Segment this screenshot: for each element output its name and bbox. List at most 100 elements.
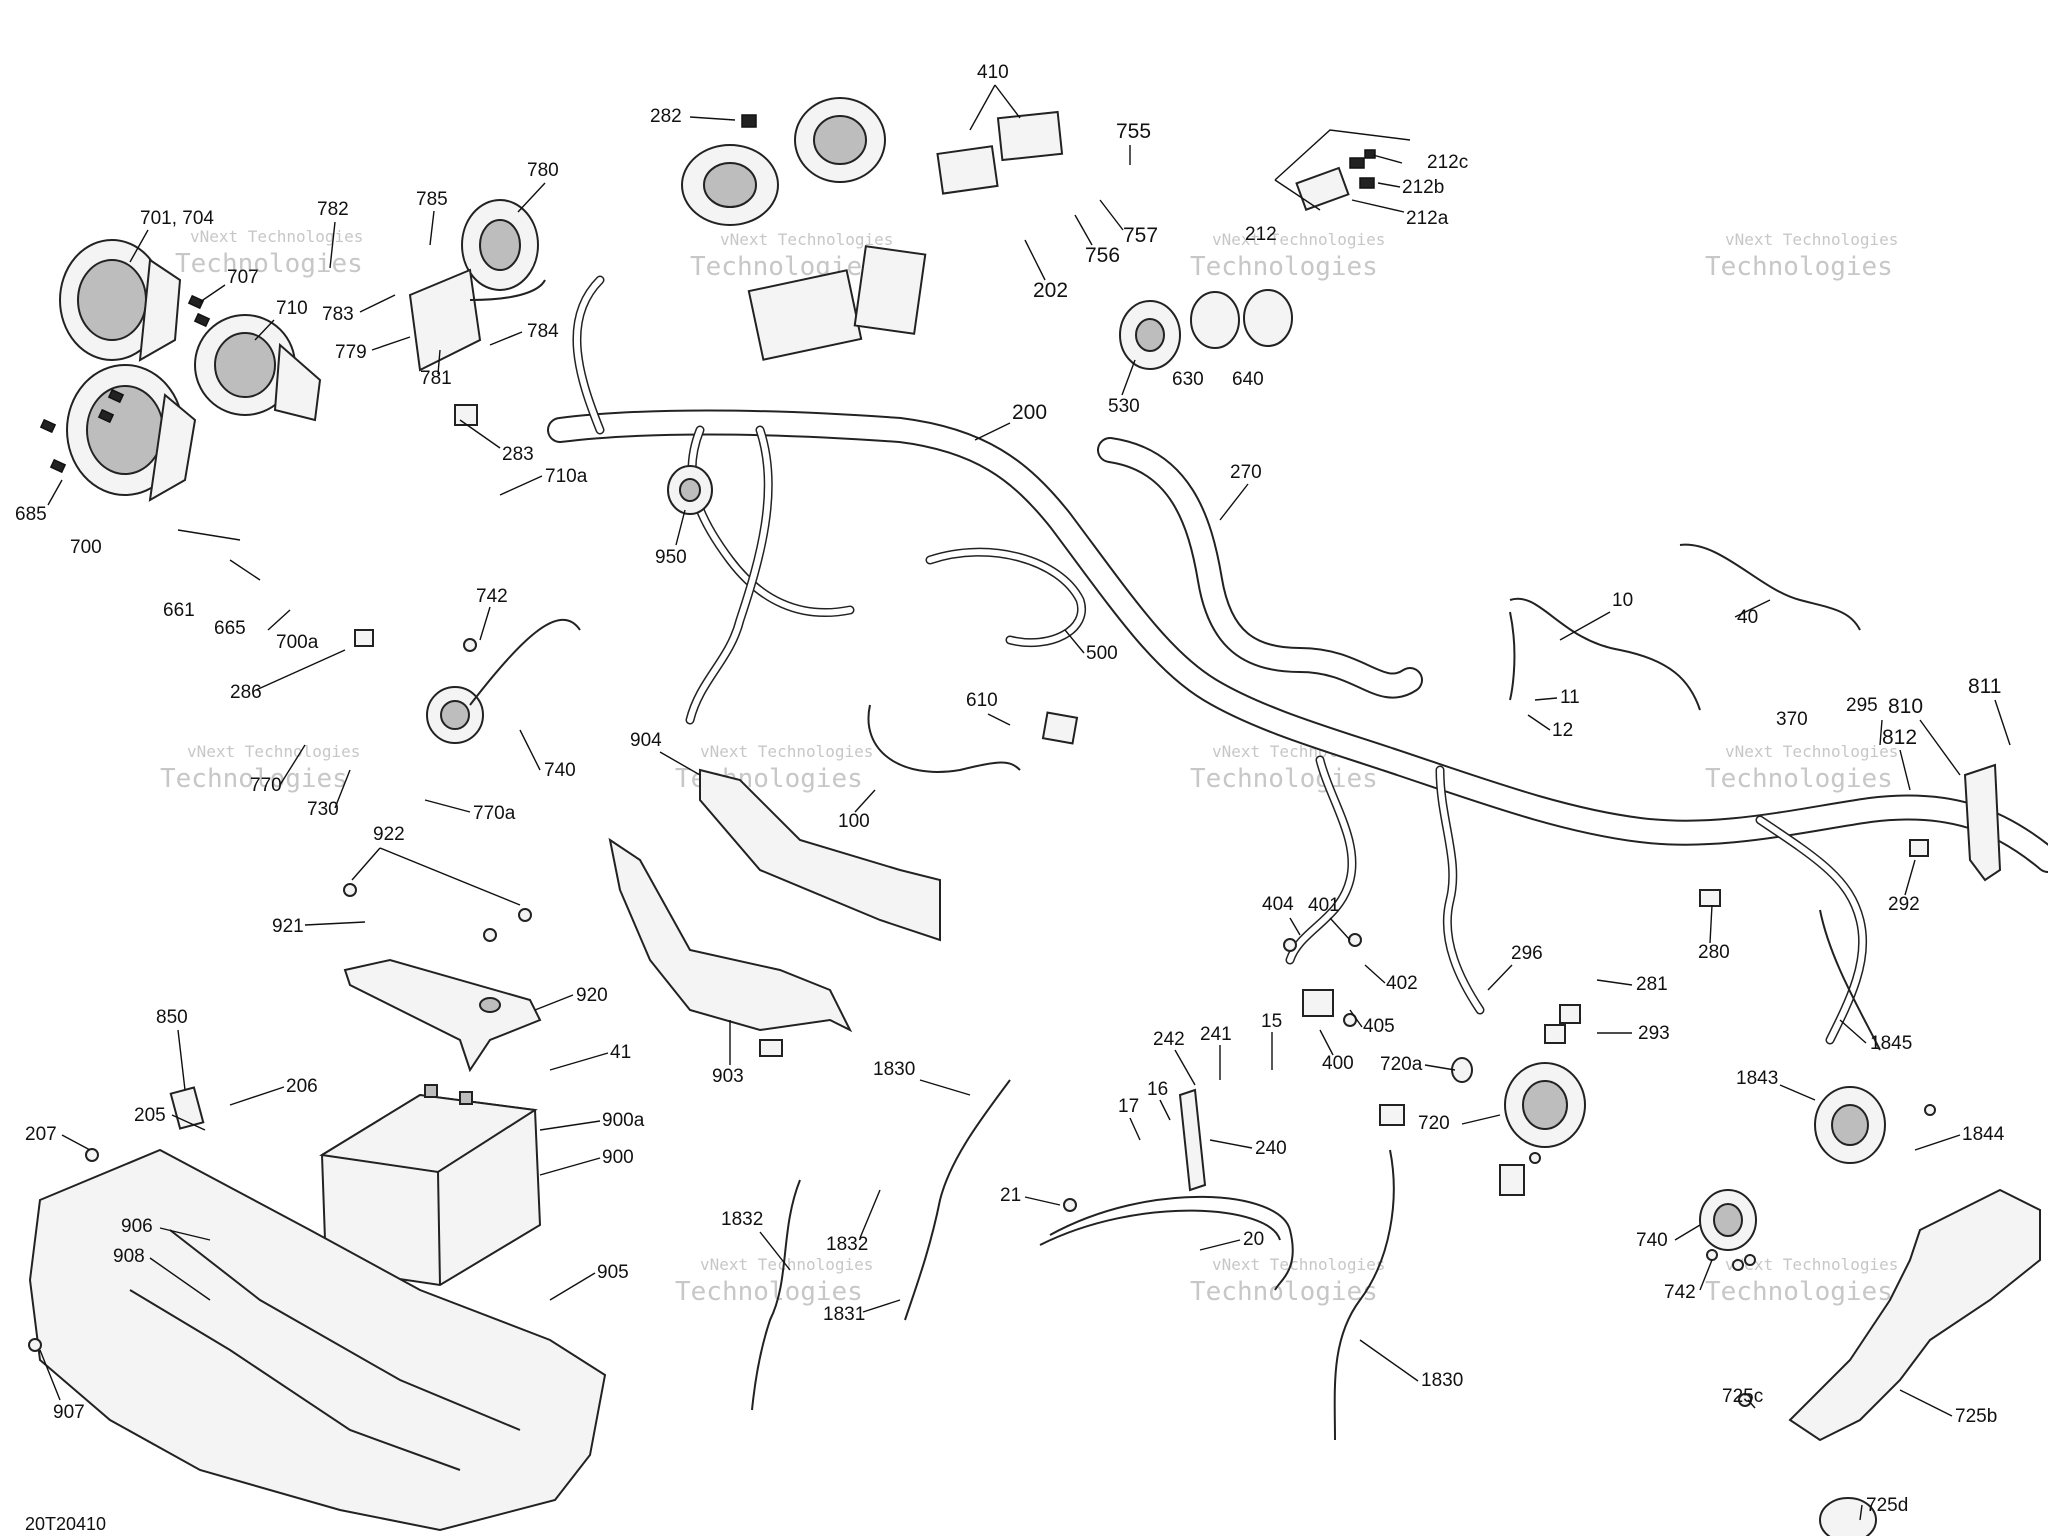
callout-904: 904 <box>630 730 662 751</box>
callout-685: 685 <box>15 504 47 525</box>
watermark-line1: vNext Technologies <box>700 1255 873 1274</box>
callout-1844: 1844 <box>1962 1124 2005 1145</box>
watermark-1: vNext Technologies Technologies <box>175 227 363 279</box>
callout-740-left: 740 <box>544 760 576 781</box>
callout-404: 404 <box>1262 894 1294 915</box>
callout-410: 410 <box>977 62 1009 83</box>
callout-500: 500 <box>1086 643 1118 664</box>
callout-850: 850 <box>156 1007 188 1028</box>
callout-1830-lower: 1830 <box>1421 1370 1463 1391</box>
callout-240: 240 <box>1255 1138 1287 1159</box>
watermark-line2: Technologies <box>1190 252 1378 282</box>
callout-780: 780 <box>527 160 559 181</box>
cable-10 <box>1509 597 1701 711</box>
callout-785: 785 <box>416 189 448 210</box>
callout-212b: 212b <box>1402 177 1444 198</box>
callout-812: 812 <box>1882 726 1917 749</box>
cable-100 <box>867 704 1021 773</box>
callout-903: 903 <box>712 1066 744 1087</box>
callout-610: 610 <box>966 690 998 711</box>
light-740-right <box>1699 1189 1757 1251</box>
horn-assembly <box>408 199 546 372</box>
watermark-line2: Technologies <box>160 764 348 794</box>
watermark-4: vNext Technologies Technologies <box>1705 230 1898 282</box>
callout-labels: 410 282 755 212c 212b 212a 212 701, 704 … <box>15 62 2005 1516</box>
callout-205: 205 <box>134 1105 166 1126</box>
callout-212: 212 <box>1245 224 1277 245</box>
bracket-920 <box>343 958 542 1073</box>
callout-900: 900 <box>602 1147 634 1168</box>
vent-hose <box>1097 437 1423 699</box>
headlight-assembly-left <box>59 239 322 502</box>
callout-701-704: 701, 704 <box>140 208 214 229</box>
callout-292: 292 <box>1888 894 1920 915</box>
callout-781: 781 <box>420 368 452 389</box>
bracket-810 <box>1963 763 2002 882</box>
callout-202: 202 <box>1033 279 1068 302</box>
callout-922: 922 <box>373 824 405 845</box>
watermark-line2: Technologies <box>1705 764 1893 794</box>
watermark-line2: Technologies <box>1705 252 1893 282</box>
callout-41: 41 <box>610 1042 631 1063</box>
callout-630: 630 <box>1172 369 1204 390</box>
watermark-11: vNext Technologies Technologies <box>1190 1255 1385 1307</box>
battery-tray <box>28 1148 607 1532</box>
cable-20 <box>1039 1195 1294 1291</box>
connector-212-group <box>1274 129 1411 211</box>
watermark-line2: Technologies <box>175 249 363 279</box>
sensor-1843 <box>1814 1086 1886 1164</box>
callout-770a: 770a <box>473 803 516 824</box>
callout-401: 401 <box>1308 895 1340 916</box>
battery <box>319 1084 542 1287</box>
callout-1832-left: 1832 <box>721 1209 763 1230</box>
callout-665: 665 <box>214 618 246 639</box>
callout-402: 402 <box>1386 973 1418 994</box>
callout-530: 530 <box>1108 396 1140 417</box>
ecu-cluster <box>681 97 1064 361</box>
callout-742: 742 <box>476 586 508 607</box>
callout-900a: 900a <box>602 1110 645 1131</box>
callout-700a: 700a <box>276 632 319 653</box>
callout-20: 20 <box>1243 1229 1264 1250</box>
callout-1830-upper: 1830 <box>873 1059 915 1080</box>
watermark-line1: vNext Technologies <box>720 230 893 249</box>
watermark-line1: vNext Technologies <box>1725 742 1898 761</box>
watermark-line1: vNext Technologies <box>700 742 873 761</box>
callout-212c: 212c <box>1427 152 1468 173</box>
connectors <box>169 404 1929 1196</box>
callout-40: 40 <box>1737 607 1758 628</box>
watermark-line1: vNext Technologies <box>1212 1255 1385 1274</box>
callout-725b: 725b <box>1955 1406 1997 1427</box>
cable-1832 <box>751 1179 801 1411</box>
callout-10: 10 <box>1612 590 1633 611</box>
callout-206: 206 <box>286 1076 318 1097</box>
cover-903 <box>608 837 853 1033</box>
callout-640: 640 <box>1232 369 1264 390</box>
callout-725d: 725d <box>1866 1495 1908 1516</box>
callout-100: 100 <box>838 811 870 832</box>
bracket-240 <box>1178 1088 1207 1192</box>
callout-710a: 710a <box>545 466 588 487</box>
ignition-switch <box>667 465 713 515</box>
callout-207: 207 <box>25 1124 57 1145</box>
watermark-line1: vNext Technologies <box>1212 230 1385 249</box>
callout-1832-right: 1832 <box>826 1234 868 1255</box>
switch-group <box>1119 289 1293 370</box>
bracket-725b <box>1788 1188 2041 1536</box>
watermark-line1: vNext Technologies <box>1725 1255 1898 1274</box>
watermark-line1: vNext Technologies <box>1725 230 1898 249</box>
callout-15: 15 <box>1261 1011 1282 1032</box>
cable-1830-upper <box>904 1079 1011 1321</box>
callout-905: 905 <box>597 1262 629 1283</box>
watermark-line1: vNext Technologies <box>187 742 360 761</box>
callout-920: 920 <box>576 985 608 1006</box>
callout-811: 811 <box>1968 675 2001 698</box>
callout-907: 907 <box>53 1402 85 1423</box>
harness-branches <box>572 275 1868 1045</box>
callout-783: 783 <box>322 304 354 325</box>
callout-661: 661 <box>163 600 195 621</box>
watermark-line2: Technologies <box>1190 1277 1378 1307</box>
callout-1843: 1843 <box>1736 1068 1778 1089</box>
